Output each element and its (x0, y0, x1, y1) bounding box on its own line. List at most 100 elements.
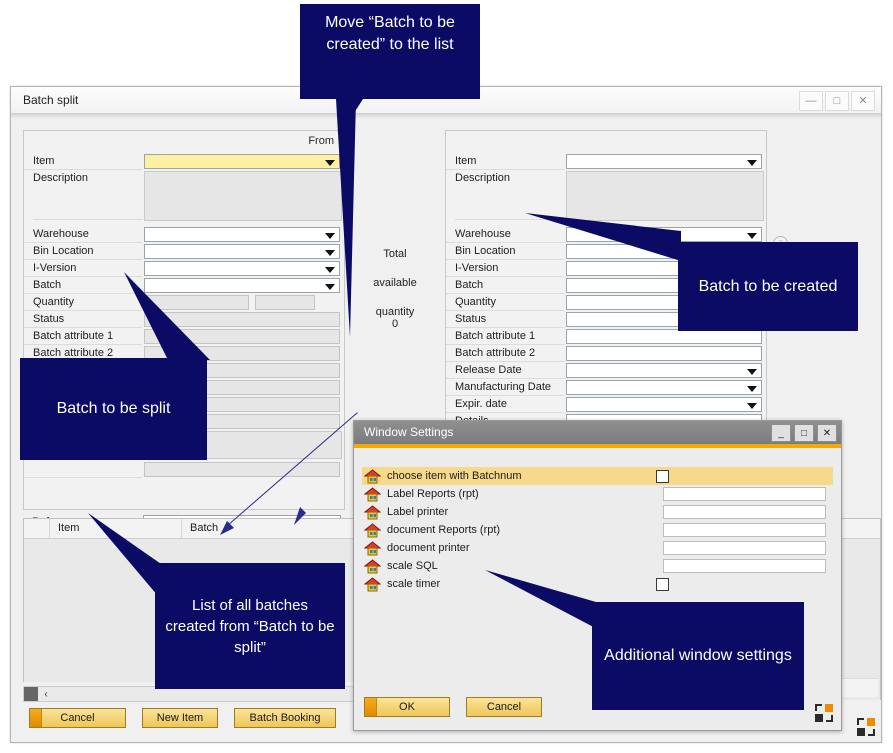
field-label: I-Version (24, 260, 142, 277)
batch-input-source[interactable] (144, 278, 340, 293)
document-printer-input[interactable] (663, 541, 826, 555)
batch-booking-button[interactable]: Batch Booking (234, 708, 336, 728)
new-item-button[interactable]: New Item (142, 708, 218, 728)
field-label: Expir. date (446, 396, 564, 413)
field-row-warehouse-source[interactable]: Warehouse (24, 226, 344, 243)
callout-additional-settings: Additional window settings (592, 602, 804, 710)
batch-booking-button-label: Batch Booking (249, 712, 321, 724)
minimize-icon[interactable]: — (799, 91, 823, 111)
callout-move-batch-pointer (336, 99, 356, 337)
resize-grip-icon[interactable] (857, 718, 875, 736)
grid-scroll-left-button[interactable]: ‹ (44, 688, 48, 700)
field-row-batch-attr2-target[interactable]: Batch attribute 2 (446, 345, 766, 362)
scrollbar-thumb[interactable] (24, 687, 38, 701)
house-icon (363, 486, 382, 502)
settings-row-label-printer[interactable]: Label printer (362, 503, 833, 521)
callout-text: List of all batches created from “Batch … (165, 596, 335, 656)
field-row-quantity-target[interactable]: Quantity (446, 294, 766, 311)
field-label: Bin Location (24, 243, 142, 260)
quantity-unit-source[interactable] (255, 295, 315, 310)
manufacturing-date-input-target[interactable] (566, 380, 762, 395)
dialog-title: Window Settings (364, 425, 454, 439)
batch-attribute-1-input-source[interactable] (144, 329, 340, 344)
description-box-target[interactable] (566, 171, 764, 221)
dialog-controls: _ □ ✕ (771, 424, 837, 442)
label-reports-input[interactable] (663, 487, 826, 501)
dialog-ok-button[interactable]: OK (364, 697, 450, 717)
settings-row-label: document Reports (rpt) (387, 524, 501, 536)
settings-row-choose-item[interactable]: choose item with Batchnum (362, 467, 833, 485)
dialog-title-bar[interactable]: Window Settings _ □ ✕ (354, 421, 841, 444)
expir-date-input-target[interactable] (566, 397, 762, 412)
close-icon[interactable]: ✕ (851, 91, 875, 111)
settings-row-label: Label Reports (rpt) (387, 488, 479, 500)
field-row-item-source[interactable]: Item (24, 153, 344, 170)
field-row-item-target[interactable]: Item (446, 153, 766, 170)
cancel-button[interactable]: Cancel (29, 708, 126, 728)
settings-row-scale-sql[interactable]: scale SQL (362, 557, 833, 575)
dialog-maximize-icon[interactable]: □ (794, 424, 814, 442)
field-row-bin-location-source[interactable]: Bin Location (24, 243, 344, 260)
settings-row-document-reports[interactable]: document Reports (rpt) (362, 521, 833, 539)
callout-batch-created: Batch to be created (678, 242, 858, 331)
settings-row-scale-timer[interactable]: scale timer (362, 575, 833, 593)
quantity-value: 0 (391, 318, 399, 330)
callout-batch-split: Batch to be split (20, 358, 207, 460)
field-row-iversion-source[interactable]: I-Version (24, 260, 344, 277)
available-label: available (373, 277, 417, 289)
quantity-label: quantity (375, 306, 415, 318)
callout-move-batch: Move “Batch to be created” to the list (300, 4, 480, 99)
quantity-input-target[interactable] (566, 295, 686, 310)
field-label: Item (446, 153, 564, 170)
scale-timer-checkbox[interactable] (656, 577, 669, 591)
dialog-resize-grip-icon[interactable] (815, 704, 833, 722)
field-label: Description (33, 172, 89, 184)
callout-list-batches: List of all batches created from “Batch … (155, 563, 345, 689)
choose-item-checkbox[interactable] (656, 469, 669, 483)
grid-col-select (24, 519, 50, 538)
bin-location-input-source[interactable] (144, 244, 340, 259)
item-input-source[interactable] (144, 154, 340, 169)
field-row-extra-5-source[interactable] (24, 461, 344, 478)
callout-text: Additional window settings (604, 647, 792, 664)
item-input-target[interactable] (566, 154, 762, 169)
description-box-source[interactable] (144, 171, 342, 221)
dialog-minimize-icon[interactable]: _ (771, 424, 791, 442)
settings-row-label-reports[interactable]: Label Reports (rpt) (362, 485, 833, 503)
extra-input-5-source[interactable] (144, 462, 340, 477)
field-label: Quantity (24, 294, 142, 311)
footer-button-bar: Cancel New Item Batch Booking (29, 708, 336, 728)
dialog-ok-label: OK (399, 701, 415, 713)
callout-additional-settings-pointer (485, 570, 603, 632)
settings-row-label: document printer (387, 542, 470, 554)
warehouse-input-source[interactable] (144, 227, 340, 242)
field-row-quantity-source[interactable]: Quantity (24, 294, 344, 311)
callout-batch-split-pointer (124, 272, 210, 360)
field-label: Batch (446, 277, 564, 294)
field-row-batch-source[interactable]: Batch (24, 277, 344, 294)
field-row-batch-attr1-target[interactable]: Batch attribute 1 (446, 328, 766, 345)
field-label: Batch attribute 1 (446, 328, 564, 345)
field-row-release-date-target[interactable]: Release Date (446, 362, 766, 379)
field-row-status-source[interactable]: Status (24, 311, 344, 328)
status-input-source[interactable] (144, 312, 340, 327)
iversion-input-source[interactable] (144, 261, 340, 276)
settings-row-document-printer[interactable]: document printer (362, 539, 833, 557)
field-label (24, 461, 142, 478)
label-printer-input[interactable] (663, 505, 826, 519)
field-row-manufacturing-date-target[interactable]: Manufacturing Date (446, 379, 766, 396)
dialog-close-icon[interactable]: ✕ (817, 424, 837, 442)
release-date-input-target[interactable] (566, 363, 762, 378)
batch-attribute-2-input-target[interactable] (566, 346, 762, 361)
dialog-cancel-button[interactable]: Cancel (466, 697, 542, 717)
house-icon (363, 504, 382, 520)
field-row-expir-date-target[interactable]: Expir. date (446, 396, 766, 413)
document-reports-input[interactable] (663, 523, 826, 537)
batch-attribute-1-input-target[interactable] (566, 329, 762, 344)
house-icon (363, 522, 382, 538)
field-row-batch-attr1-source[interactable]: Batch attribute 1 (24, 328, 344, 345)
cancel-button-label: Cancel (60, 712, 95, 724)
scale-sql-input[interactable] (663, 559, 826, 573)
field-row-description-target: Description (446, 170, 766, 187)
maximize-icon[interactable]: □ (825, 91, 849, 111)
